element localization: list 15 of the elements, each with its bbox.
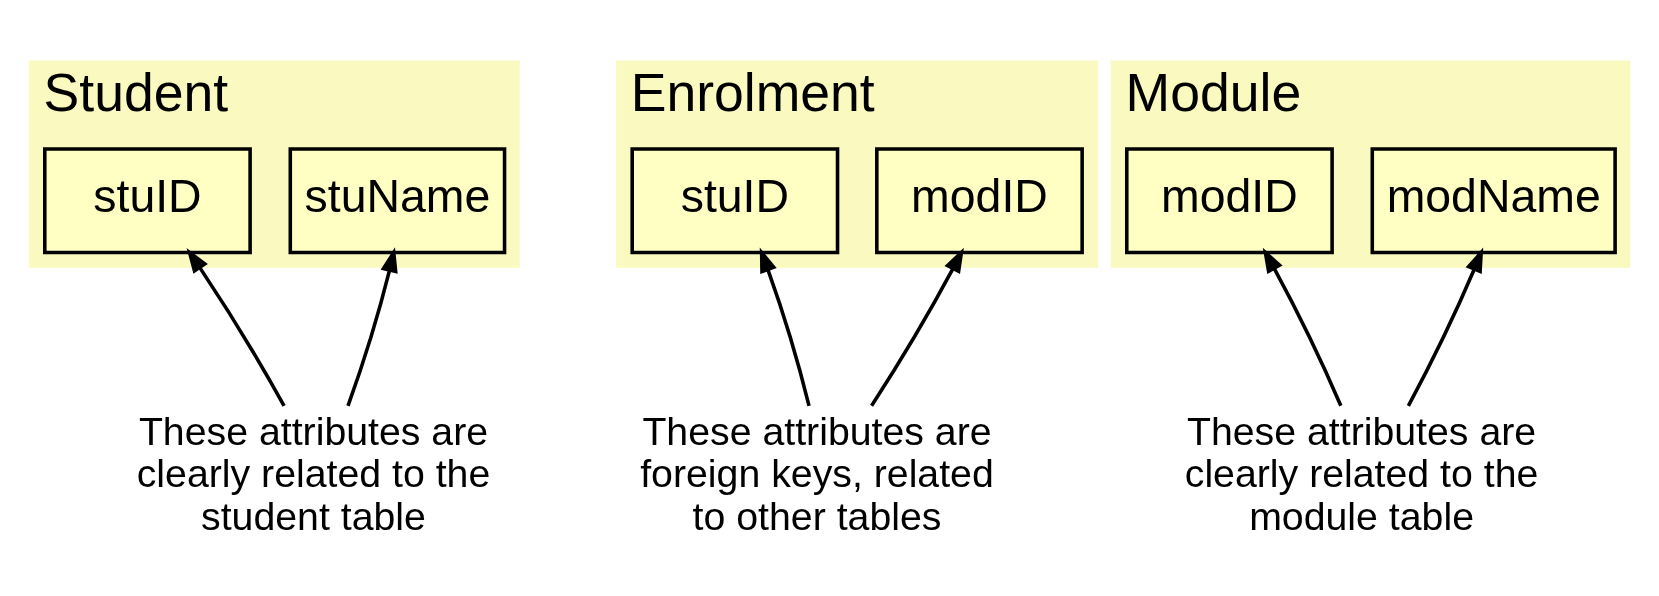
arrow bbox=[759, 247, 811, 407]
node-box: stuName bbox=[288, 147, 507, 255]
arrow bbox=[346, 247, 398, 407]
node-box: modName bbox=[1370, 147, 1617, 255]
node-text: These attributes are clearly related to the student table bbox=[136, 408, 491, 539]
node-box: modID bbox=[875, 147, 1084, 255]
node-box: modID bbox=[1125, 147, 1334, 255]
arrow bbox=[1262, 247, 1343, 407]
arrow bbox=[1406, 247, 1484, 407]
node-box: stuID bbox=[630, 147, 840, 255]
node-box: stuID bbox=[43, 147, 252, 255]
node-text: These attributes are foreign keys, related to other tables bbox=[640, 408, 994, 539]
node-text: These attributes are clearly related to the module table bbox=[1184, 408, 1539, 539]
arrow bbox=[186, 248, 286, 407]
arrow bbox=[870, 247, 964, 407]
